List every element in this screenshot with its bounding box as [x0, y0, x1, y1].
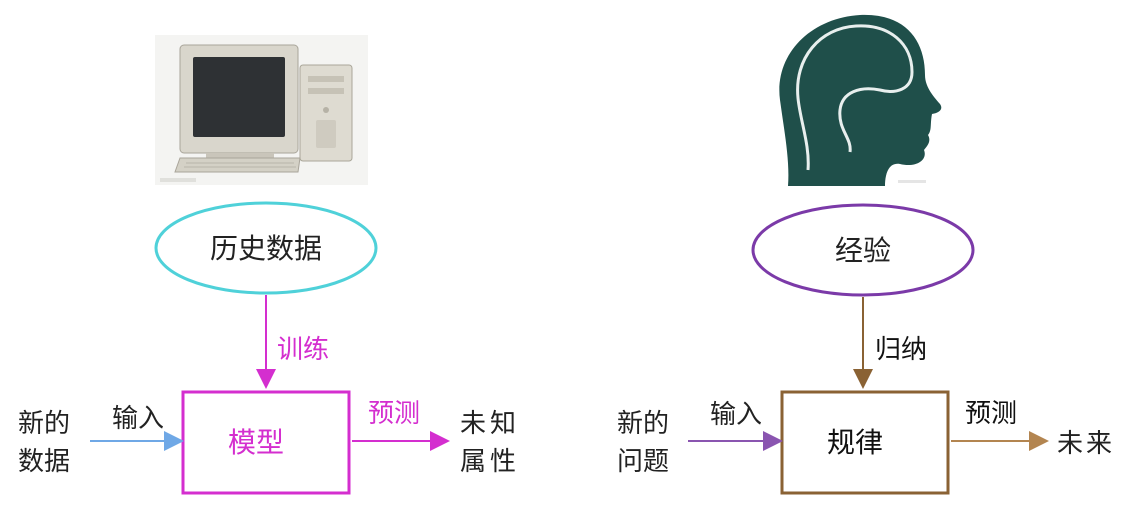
- right-predict-label: 预测: [965, 399, 1017, 429]
- new-data-line-1: 新的: [18, 409, 70, 439]
- left-input-label: 输入: [112, 404, 164, 434]
- human-head-icon: [779, 14, 942, 186]
- computer-icon: [155, 35, 368, 185]
- new-problem-line-2: 问题: [617, 447, 669, 477]
- induce-label: 归纳: [875, 335, 927, 365]
- new-data-line-2: 数据: [18, 447, 70, 477]
- unknown-attr-line-2: 属性: [460, 447, 520, 477]
- new-problem-line-1: 新的: [617, 409, 669, 439]
- left-predict-label: 预测: [368, 399, 420, 429]
- right-input-label: 输入: [710, 400, 762, 430]
- future-label: 未来: [1057, 429, 1115, 459]
- experience-label: 经验: [835, 234, 891, 267]
- unknown-attr-line-1: 未知: [460, 409, 520, 439]
- model-label: 模型: [228, 426, 284, 459]
- experience-ellipse: [751, 203, 975, 297]
- train-label: 训练: [277, 335, 329, 365]
- history-data-label: 历史数据: [210, 232, 322, 265]
- history-data-ellipse: [154, 201, 378, 295]
- rule-label: 规律: [827, 426, 883, 459]
